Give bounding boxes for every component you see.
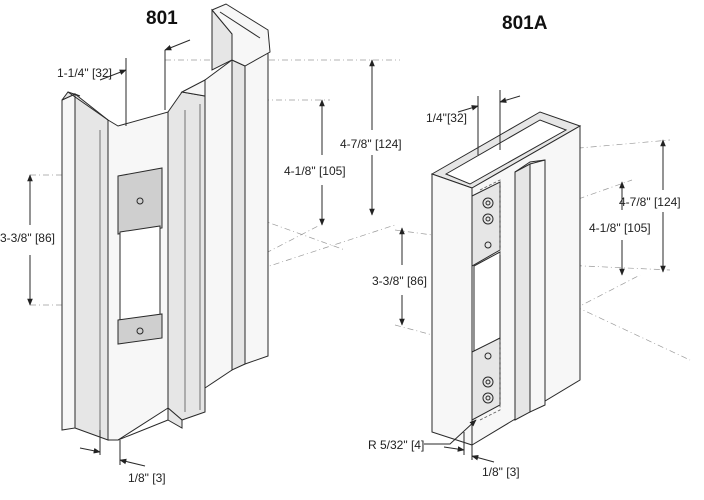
dim-801a-top-width: 1/4"[32] xyxy=(426,90,521,155)
dim-801a-radius: R 5/32" [4] xyxy=(368,419,477,452)
figure-801: 801 xyxy=(0,3,402,485)
dim-801-opening-height: 3-3/8" [86] xyxy=(0,174,55,306)
dim-801a-radius-label: R 5/32" [4] xyxy=(368,438,424,452)
dim-801a-width-top-label: 1/4"[32] xyxy=(426,111,467,125)
dim-801-overall-height: 4-7/8" [124] xyxy=(340,59,402,216)
dim-801a-upper-height-label: 4-1/8" [105] xyxy=(589,221,651,235)
figure-801a: 801A xyxy=(368,13,691,479)
figure-801-title: 801 xyxy=(146,8,178,29)
dim-801a-overall-height: 4-7/8" [124] xyxy=(619,139,681,273)
dim-801a-opening-height-label: 3-3/8" [86] xyxy=(372,274,427,288)
dim-801-upper-height: 4-1/8" [105] xyxy=(284,99,346,226)
dim-801-opening-height-label: 3-3/8" [86] xyxy=(0,231,55,245)
strike-body-801 xyxy=(61,3,271,441)
dim-801a-thickness: 1/8" [3] xyxy=(443,432,520,479)
dim-801-overall-height-label: 4-7/8" [124] xyxy=(340,137,402,151)
figure-801a-title: 801A xyxy=(502,13,548,34)
dim-801-width-top-label: 1-1/4" [32] xyxy=(57,66,112,80)
dim-801a-overall-height-label: 4-7/8" [124] xyxy=(619,195,681,209)
dim-801a-upper-height: 4-1/8" [105] xyxy=(589,181,651,276)
dim-801a-opening-height: 3-3/8" [86] xyxy=(372,227,427,326)
dim-801-thickness: 1/8" [3] xyxy=(79,430,166,485)
dim-801a-thickness-label: 1/8" [3] xyxy=(482,465,520,479)
dim-801-upper-height-label: 4-1/8" [105] xyxy=(284,164,346,178)
dim-801-top-width: 1-1/4" [32] xyxy=(57,39,191,126)
dim-801-thickness-label: 1/8" [3] xyxy=(128,471,166,485)
strike-body-801a xyxy=(430,111,582,446)
